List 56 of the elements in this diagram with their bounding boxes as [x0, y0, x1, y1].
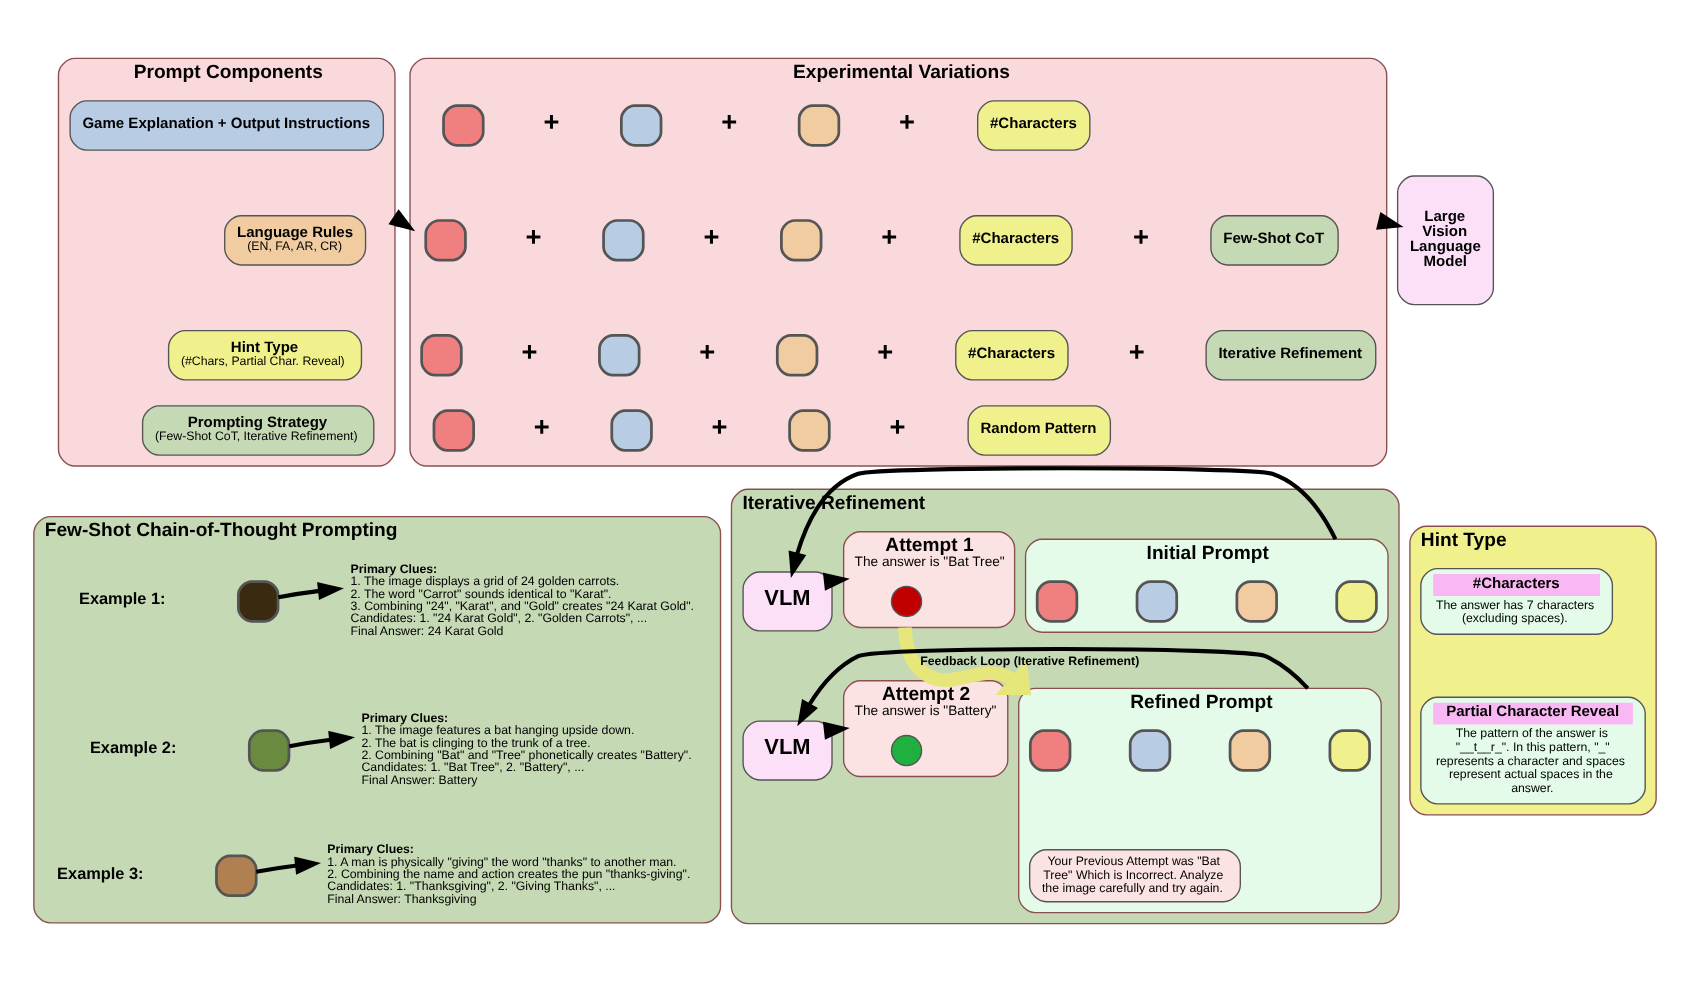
node-box: #Characters: [955, 329, 1069, 381]
node-box: [237, 580, 280, 623]
node-box: [1035, 580, 1079, 623]
node-circle: [890, 585, 923, 618]
label: +: [889, 411, 906, 442]
label: +: [899, 106, 915, 137]
node-box: [1029, 729, 1072, 772]
node-box: [797, 104, 841, 147]
arrow: [788, 466, 1338, 579]
label: +: [1132, 221, 1149, 252]
node-box: [247, 729, 291, 772]
arrow: [898, 627, 1032, 696]
label: +: [703, 221, 720, 252]
node-box: [788, 409, 831, 452]
cluster: Initial Prompt: [1024, 538, 1389, 633]
node-circle: [890, 734, 923, 767]
node-box: [602, 219, 645, 262]
label: +: [543, 106, 560, 137]
node-box: [432, 409, 475, 452]
node-box: [598, 334, 641, 377]
node-box: [775, 334, 819, 377]
node-box: [610, 409, 653, 452]
node-box: #Characters: [959, 215, 1073, 266]
node-box: Large Vision Language Model: [1396, 175, 1495, 306]
node-box: Iterative Refinement: [1205, 329, 1377, 381]
node-box: [1128, 729, 1172, 772]
node-box: [420, 334, 463, 377]
node-box: [780, 219, 823, 262]
arrow: [289, 730, 356, 749]
node-box: #Characters: [977, 100, 1091, 151]
node-box: Game Explanation + Output Instructions: [69, 100, 385, 151]
label: +: [721, 106, 738, 137]
label: +: [881, 221, 898, 252]
arrow: [822, 721, 850, 740]
label: +: [533, 411, 550, 442]
node-box: [1135, 580, 1179, 623]
label: +: [1128, 336, 1145, 367]
node-box: [1235, 580, 1278, 623]
arrow: [255, 856, 321, 875]
label: +: [877, 336, 894, 367]
node-box: [1328, 729, 1371, 772]
node-box: [442, 104, 485, 147]
label: +: [699, 336, 716, 367]
node-box: [215, 854, 258, 897]
node-box: [1228, 729, 1272, 772]
arrow: [822, 572, 850, 591]
label: +: [521, 336, 538, 367]
arrow: [278, 581, 344, 601]
label: +: [525, 221, 542, 252]
node-box: [620, 104, 663, 147]
node-box: Few-Shot CoT: [1210, 215, 1339, 266]
node-box: [1335, 580, 1378, 623]
node-box: Random Pattern: [967, 405, 1112, 456]
label: +: [711, 411, 728, 442]
node-box: [424, 219, 467, 262]
arrow: [797, 647, 1310, 727]
